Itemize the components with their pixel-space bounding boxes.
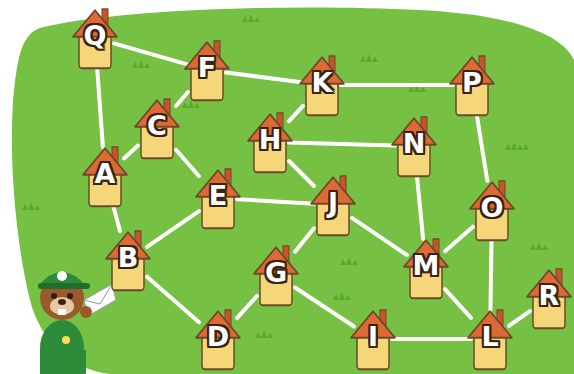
road <box>392 337 471 341</box>
road <box>176 92 188 106</box>
house: D <box>195 306 241 372</box>
house-letter: G <box>253 242 299 286</box>
house: L <box>467 306 513 372</box>
house: I <box>350 306 396 372</box>
house-letter: M <box>403 235 449 279</box>
road <box>289 143 395 146</box>
road <box>509 311 530 326</box>
house-letter: P <box>449 52 495 96</box>
road <box>147 277 199 323</box>
road <box>237 296 257 318</box>
road <box>113 205 120 231</box>
house: O <box>469 177 515 243</box>
house-letter: F <box>184 37 230 81</box>
road <box>147 211 199 247</box>
road <box>341 83 453 87</box>
house-letter: E <box>195 165 241 209</box>
road <box>289 106 303 121</box>
house: J <box>310 172 356 238</box>
house: E <box>195 165 241 231</box>
house-letter: J <box>310 172 356 216</box>
house: Q <box>72 5 118 71</box>
house-letter: N <box>391 113 437 157</box>
house-letter: Q <box>72 5 118 49</box>
road <box>237 199 314 204</box>
road <box>176 150 199 176</box>
house-letter: A <box>82 143 128 187</box>
house-letter: O <box>469 177 515 221</box>
house: C <box>134 95 180 161</box>
house-letter: B <box>105 227 151 271</box>
house: K <box>299 52 345 118</box>
house-letter: L <box>467 306 513 350</box>
house: R <box>526 265 572 331</box>
house: G <box>253 242 299 308</box>
house: H <box>247 109 293 175</box>
house-letter: H <box>247 109 293 153</box>
house-letter: K <box>299 52 345 96</box>
road <box>114 43 188 64</box>
road <box>352 218 407 255</box>
house: F <box>184 37 230 103</box>
road <box>445 227 473 252</box>
road <box>295 288 354 327</box>
road <box>477 114 488 181</box>
house: N <box>391 113 437 179</box>
road <box>417 175 423 239</box>
house: M <box>403 235 449 301</box>
house: A <box>82 143 128 209</box>
road <box>445 289 471 318</box>
house: B <box>105 227 151 293</box>
house-letter: I <box>350 306 396 350</box>
road <box>295 228 314 251</box>
house-letter: C <box>134 95 180 139</box>
road <box>97 67 103 147</box>
house: P <box>449 52 495 118</box>
road <box>226 72 303 82</box>
road <box>289 161 314 186</box>
house-letter: R <box>526 265 572 309</box>
house-letter: D <box>195 306 241 350</box>
road <box>490 239 491 310</box>
road <box>124 146 138 159</box>
